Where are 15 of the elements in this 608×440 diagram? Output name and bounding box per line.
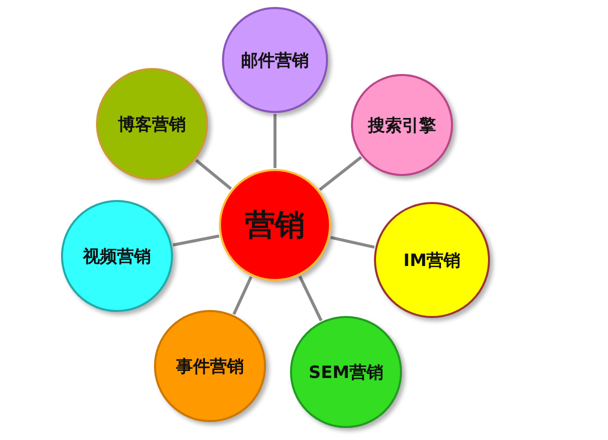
connector-line — [232, 276, 252, 315]
connector-line — [330, 236, 375, 249]
circle-label: 搜索引擎 — [368, 114, 436, 136]
connector-line — [318, 156, 362, 191]
connector-line — [172, 234, 220, 246]
connector-line — [298, 276, 323, 322]
circle-label: IM营销 — [403, 250, 461, 272]
circle-label: 事件营销 — [176, 356, 244, 378]
circle-label: 博客营销 — [118, 114, 186, 136]
connector-line — [195, 159, 232, 190]
circle-label: 视频营销 — [83, 246, 151, 268]
connector-line — [274, 114, 276, 168]
circle-label: 邮件营销 — [241, 50, 309, 72]
circle-label: SEM营销 — [308, 362, 384, 384]
circle-label: 营销 — [245, 206, 305, 244]
